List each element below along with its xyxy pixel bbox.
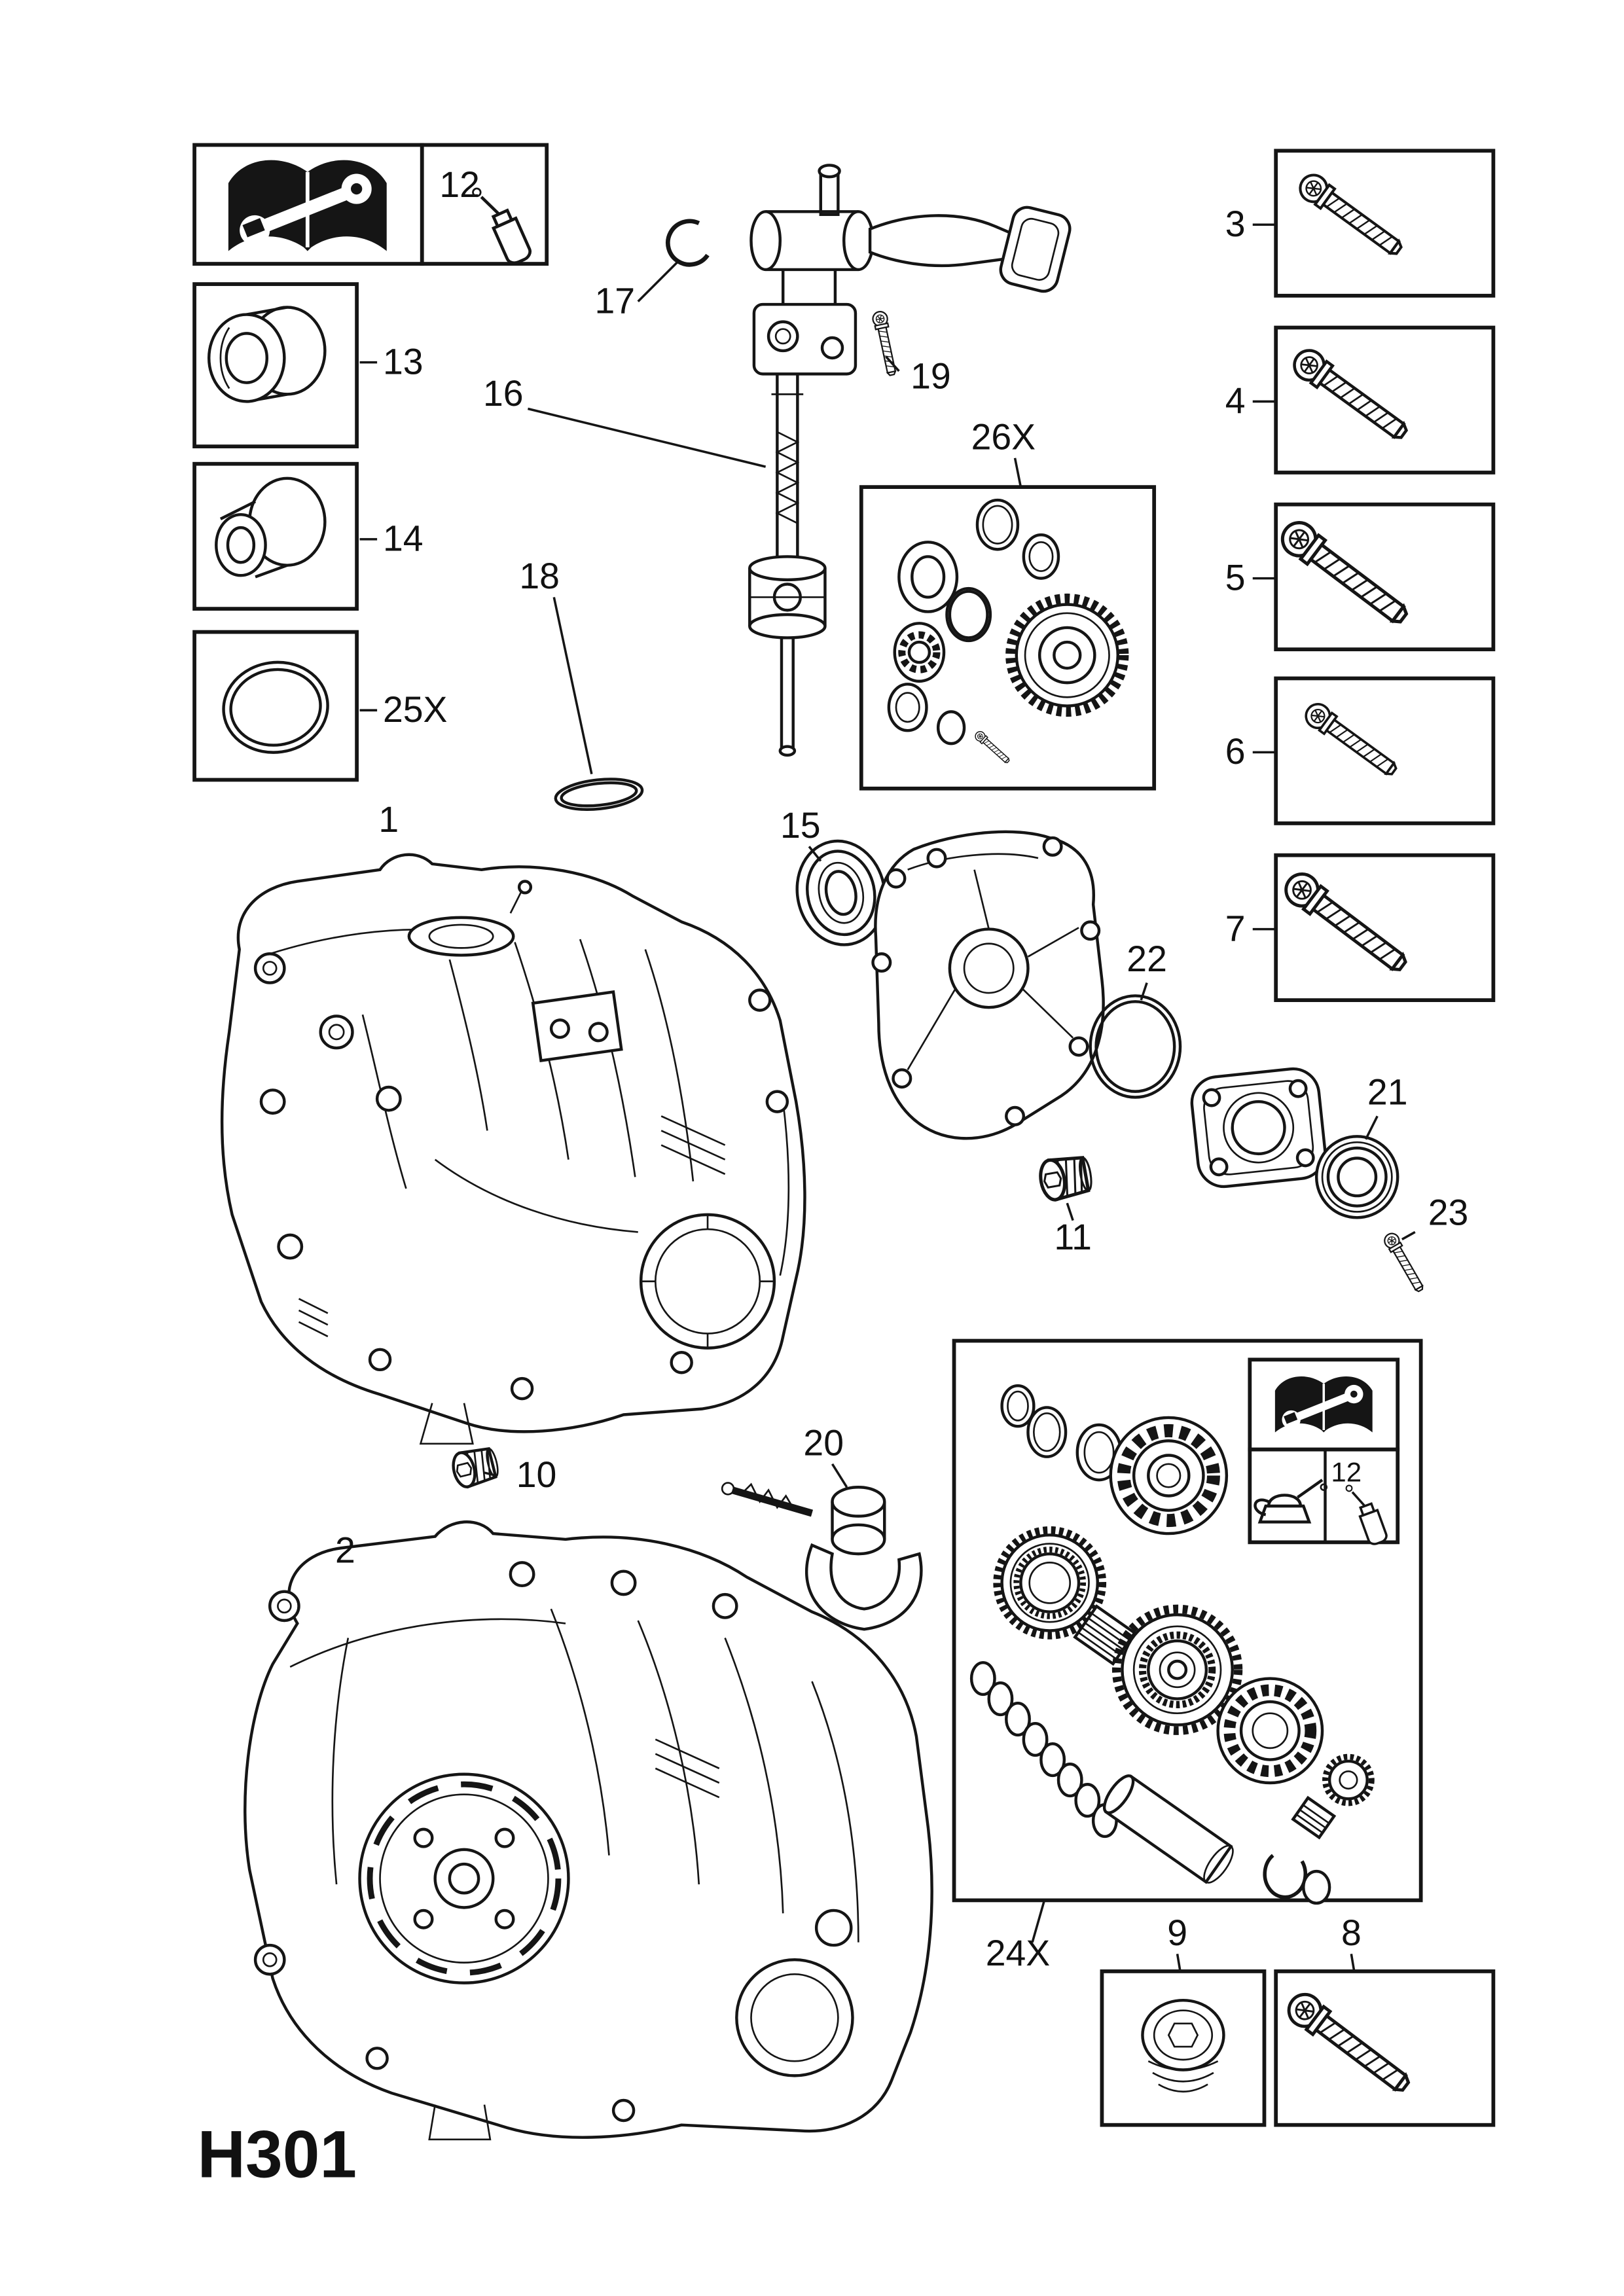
part-label-8: 8 (1341, 1912, 1362, 1953)
part-label-16: 16 (483, 373, 524, 414)
part-label-9: 9 (1167, 1912, 1187, 1953)
part-box-9-plug: 9 (1100, 1912, 1267, 2127)
legend-manual-box (192, 143, 424, 266)
part-label-15: 15 (780, 805, 821, 846)
part-box-26x-kit: 26X (859, 417, 1157, 791)
part-label-19: 19 (911, 356, 951, 397)
part-box-4-bolt: 4 (1225, 325, 1496, 475)
gearbox-housing-2 (244, 1520, 933, 2141)
part-box-6-bolt: 6 (1225, 676, 1496, 825)
part-label-22: 22 (1127, 939, 1167, 979)
book-wrench-icon-kit (1275, 1376, 1373, 1432)
part-label-5: 5 (1225, 557, 1246, 598)
gearbox-housing-1 (220, 853, 806, 1445)
sheet-code: H301 (197, 2117, 357, 2191)
part-box-7-bolt: 7 (1225, 853, 1496, 1002)
part-label-3: 3 (1225, 204, 1246, 244)
part-label-20: 20 (803, 1423, 844, 1463)
part-label-24x: 24X (986, 1933, 1051, 1973)
part-label-26x: 26X (971, 417, 1036, 457)
bearing-flange (1190, 1067, 1327, 1189)
part-label-23: 23 (1428, 1192, 1469, 1232)
part-box-8-bolt: 8 (1274, 1912, 1496, 2127)
part-box-14-bushing: 14 (192, 461, 424, 611)
kit-lubricant-box: 12 (1248, 1447, 1400, 1549)
part-label-18: 18 (519, 556, 560, 596)
part-label-10: 10 (516, 1454, 557, 1495)
bolt-23 (1381, 1230, 1428, 1295)
part-20-shift-fork (721, 1482, 923, 1631)
part-box-25x-oring: 25X (192, 630, 448, 782)
selector-shaft-assembly (666, 164, 1072, 757)
part-label-21: 21 (1367, 1072, 1408, 1113)
legend-adhesive-box: 12 (420, 143, 549, 267)
part-label-11: 11 (1054, 1217, 1091, 1257)
part-label-12-top: 12 (439, 164, 480, 205)
part-label-13: 13 (383, 341, 424, 382)
part-label-12-kit: 12 (1331, 1456, 1362, 1487)
part-label-2: 2 (335, 1530, 355, 1570)
part-10-plug (450, 1445, 501, 1490)
part-11-plug (1038, 1153, 1094, 1201)
part-label-25x: 25X (383, 689, 448, 730)
kit-manual-box (1248, 1357, 1400, 1452)
part-box-24x-kit: 12 (952, 1338, 1423, 1905)
book-wrench-icon (228, 160, 387, 251)
part-label-4: 4 (1225, 380, 1246, 421)
part-21-seal (1314, 1135, 1399, 1219)
part-label-1: 1 (378, 799, 399, 840)
part-box-13-bushing: 13 (192, 282, 424, 448)
part-15-seal (795, 839, 887, 946)
end-cover (871, 830, 1105, 1140)
part-box-3-bolt: 3 (1225, 149, 1496, 298)
part-label-6: 6 (1225, 731, 1246, 772)
part-label-17: 17 (595, 280, 636, 321)
part-18-oring (554, 778, 644, 811)
part-label-14: 14 (383, 518, 424, 559)
part-label-7: 7 (1225, 908, 1246, 948)
part-box-5-bolt: 5 (1225, 502, 1496, 652)
part-22-oring (1089, 994, 1182, 1099)
